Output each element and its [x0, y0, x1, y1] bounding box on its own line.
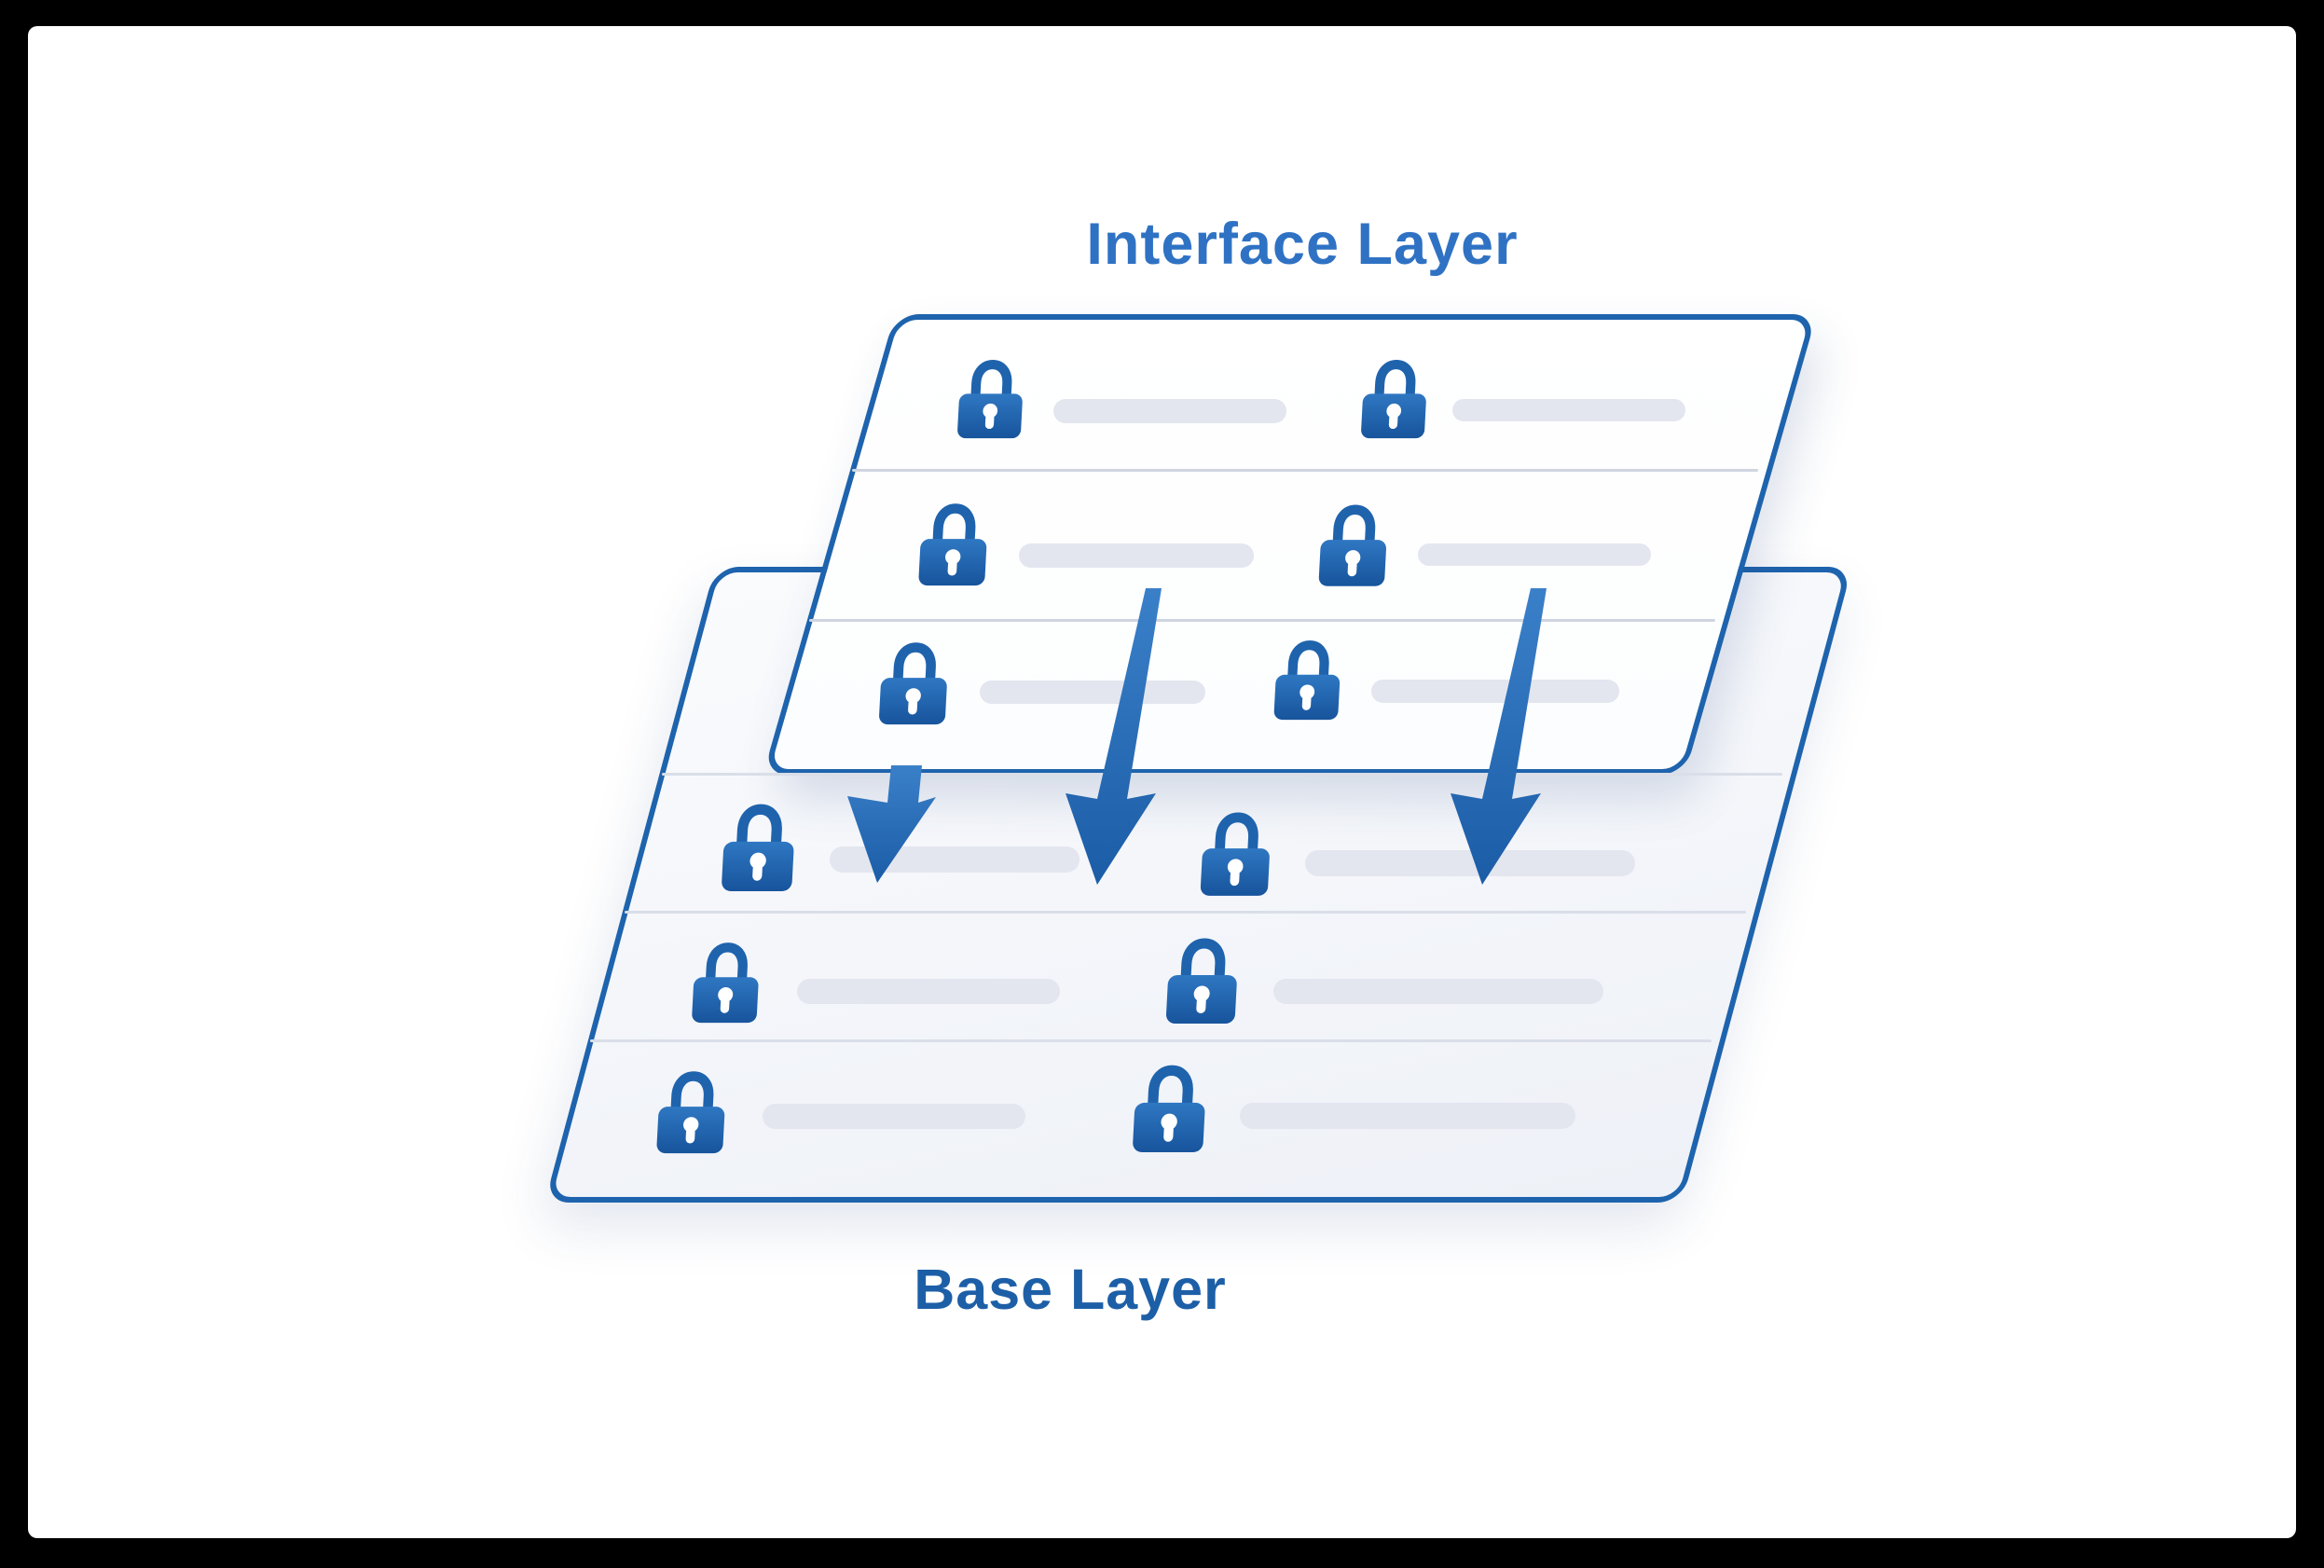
row-separator [809, 619, 1715, 622]
lock-icon [722, 804, 794, 891]
lock-icon [879, 642, 947, 725]
lock-icon [1200, 812, 1270, 896]
lock-icon [1133, 1065, 1205, 1152]
row-separator [590, 1039, 1712, 1042]
lock-icon [1361, 359, 1426, 439]
lock-icon [1273, 640, 1341, 721]
placeholder-bar [830, 846, 1079, 873]
placeholder-bar [1305, 850, 1635, 876]
placeholder-bar [980, 681, 1205, 704]
placeholder-bar [1418, 543, 1651, 566]
placeholder-bar [1053, 399, 1286, 423]
interface-layer-title: Interface Layer [1086, 212, 1519, 277]
row-separator [852, 469, 1758, 472]
row-separator [625, 911, 1746, 914]
placeholder-bar [1371, 680, 1619, 703]
placeholder-bar [1240, 1103, 1575, 1129]
placeholder-bar [797, 979, 1060, 1004]
placeholder-bar [1019, 543, 1254, 568]
placeholder-bar [1273, 979, 1603, 1004]
base-layer-title: Base Layer [914, 1258, 1227, 1321]
lock-icon [692, 942, 759, 1024]
placeholder-bar [763, 1104, 1025, 1129]
diagram-canvas: Interface Layer Base Layer [28, 26, 2296, 1538]
row-separator [662, 773, 1782, 776]
lock-icon [1165, 938, 1237, 1024]
lock-icon [918, 503, 987, 586]
lock-icon [957, 359, 1023, 439]
lock-icon [1318, 504, 1386, 586]
lock-icon [656, 1071, 725, 1154]
placeholder-bar [1452, 399, 1685, 421]
